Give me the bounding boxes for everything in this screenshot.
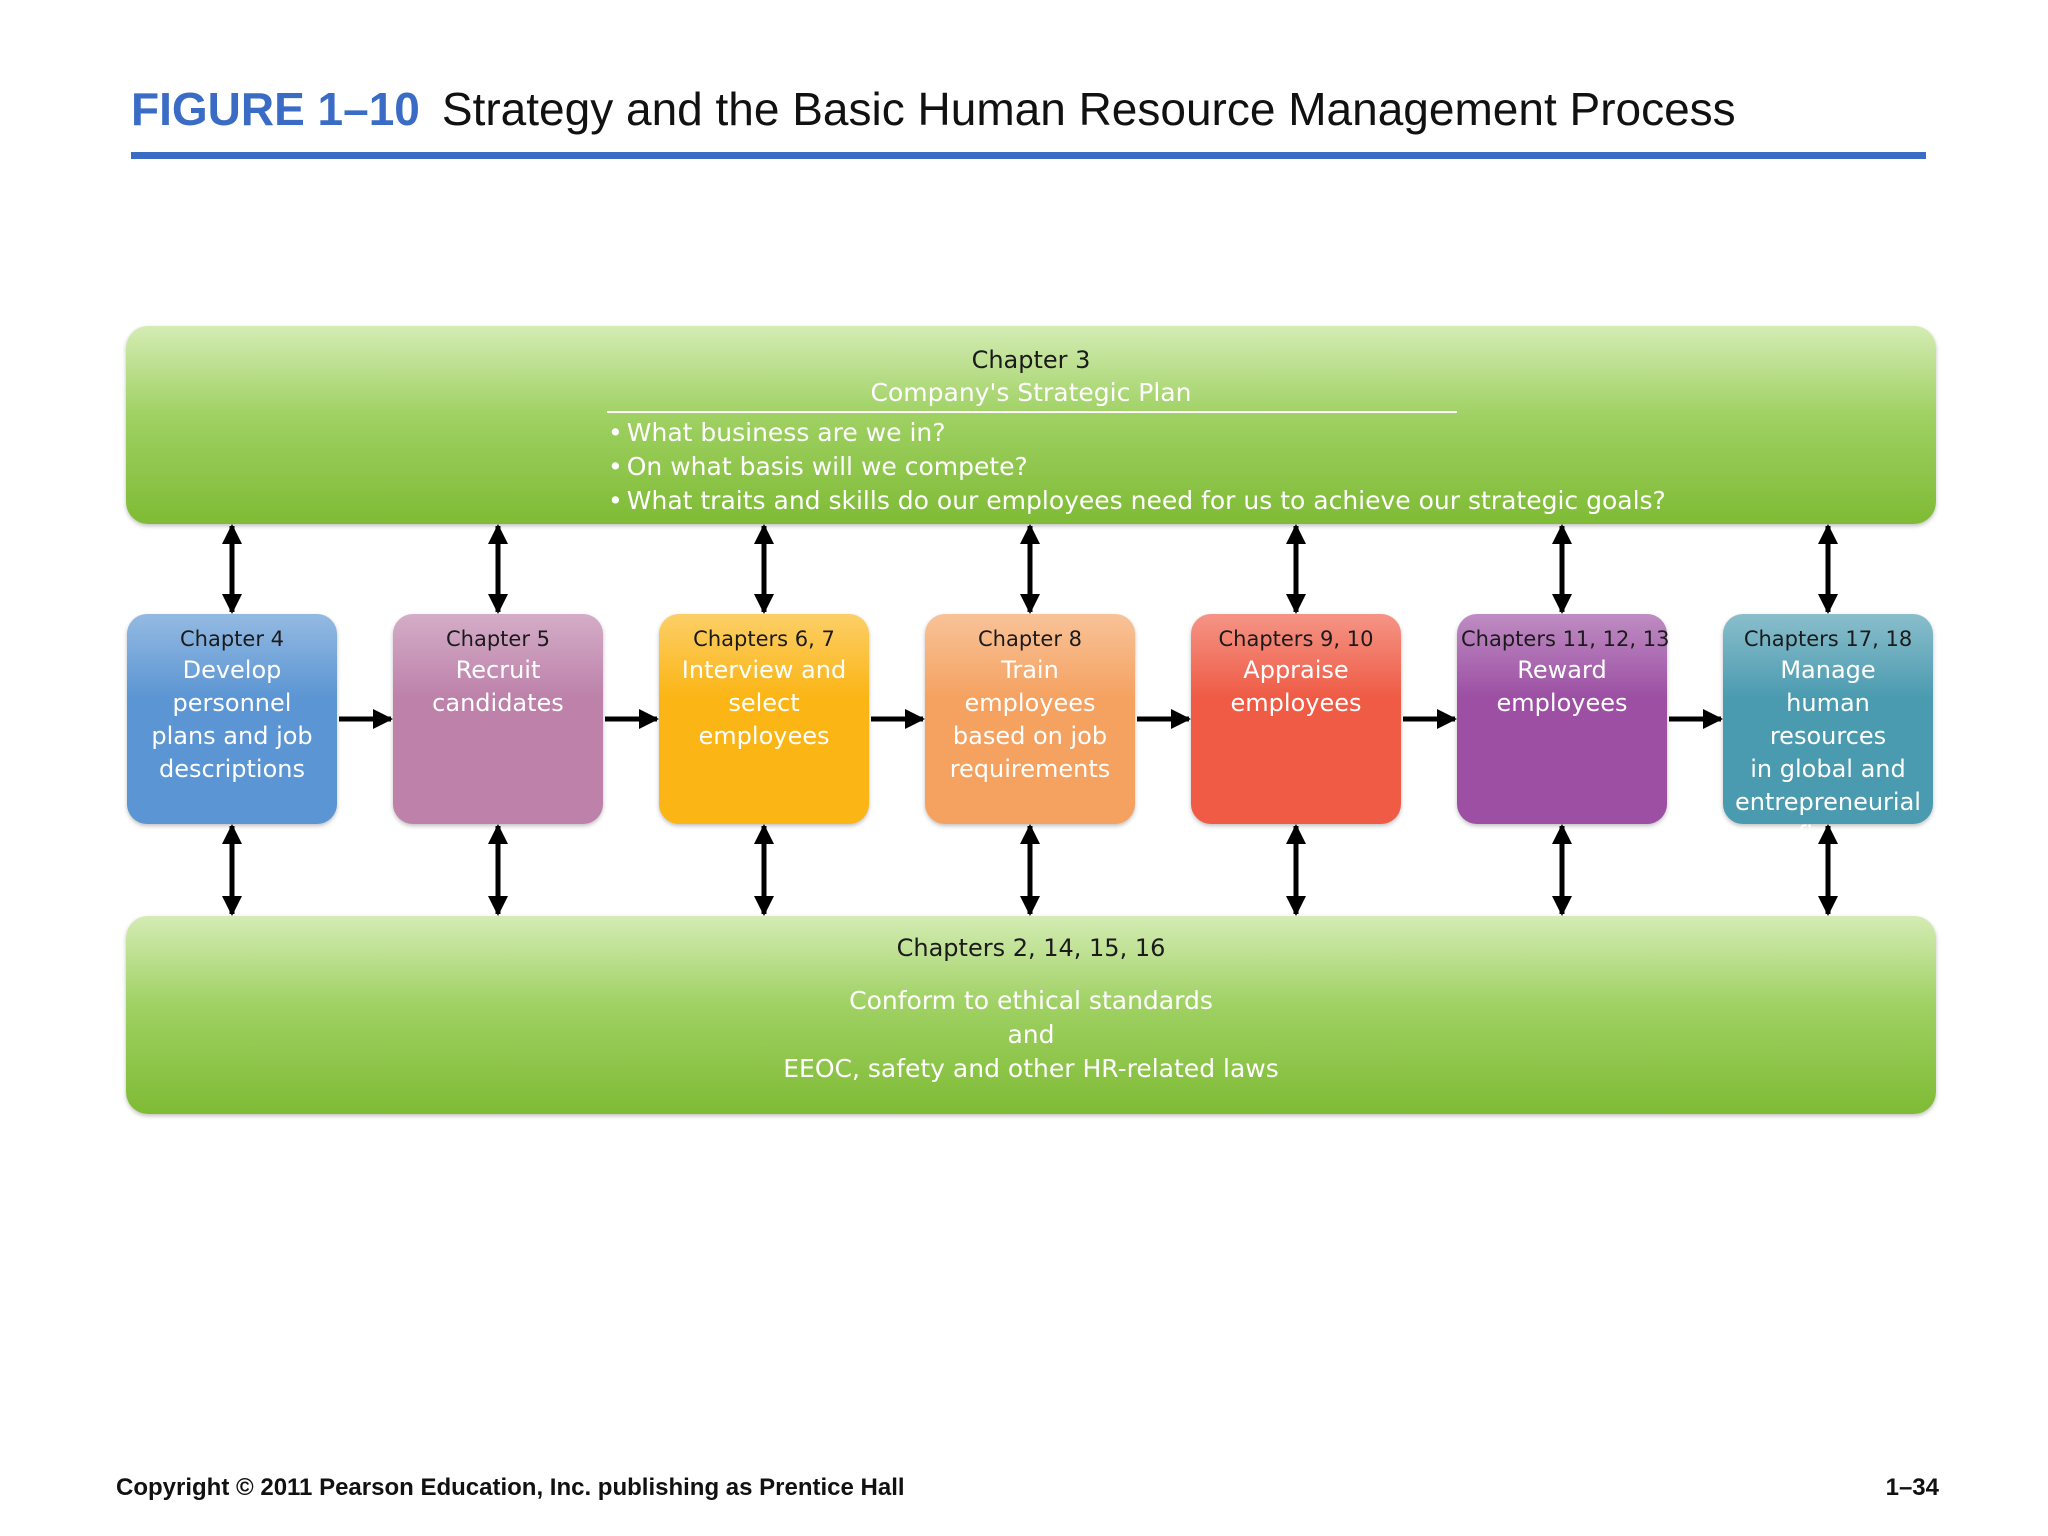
process-step-text: descriptions [159,755,305,783]
process-step-text: employees [698,722,830,750]
figure-label: FIGURE 1–10 [131,83,420,135]
process-step-box: Chapter 5 Recruit candidates [393,614,603,824]
strategic-question: What business are we in? [608,416,1666,450]
process-step-chapter: Chapter 4 [180,627,284,651]
process-step-chapter: Chapters 11, 12, 13 [1461,627,1670,651]
process-step-text: Train [1001,656,1059,684]
process-step-text: employees [1230,689,1362,717]
process-step-box: Chapters 9, 10 Appraise employees [1191,614,1401,824]
process-step-text: Reward [1517,656,1607,684]
process-step-box: Chapters 17, 18 Manage human resources in g… [1723,614,1933,849]
page-number: 1–34 [1885,1474,1939,1501]
process-step-chapter: Chapter 5 [446,627,550,651]
legal-ethical-chapter: Chapters 2, 14, 15, 16 [896,934,1166,962]
process-step-box: Chapters 11, 12, 13 Reward employees [1457,614,1670,824]
process-step-box: Chapter 4 Develop personnel plans and job de… [127,614,337,824]
process-step-text: in global and [1750,755,1906,783]
process-step-box: Chapters 6, 7 Interview and select employee… [659,614,869,824]
process-step-text: select [728,689,800,717]
process-step-text: human resources [1769,689,1887,750]
strategic-plan-questions: What business are we in? On what basis w… [608,416,1666,518]
process-step-chapter: Chapters 17, 18 [1743,627,1913,651]
process-step-text: entrepreneurial [1735,788,1921,816]
strategic-question: What traits and skills do our employees … [608,484,1666,518]
process-step-text: candidates [432,689,564,717]
legal-ethical-line: Conform to ethical standards [849,986,1213,1015]
process-step-text: employees [1496,689,1628,717]
process-step-text: personnel [172,689,292,717]
process-step-text: plans and job [151,722,313,750]
strategic-question: On what basis will we compete? [608,450,1666,484]
process-step-text: Interview and [681,656,847,684]
process-step-box: Chapter 8 Train employees based on job requi… [925,614,1135,824]
legal-ethical-line: and [1007,1020,1055,1049]
figure-title: FIGURE 1–10 Strategy and the Basic Human … [131,82,1736,136]
legal-ethical-band: Chapters 2, 14, 15, 16 Conform to ethica… [126,916,1936,1114]
legal-ethical-text: Conform to ethical standards and EEOC, s… [126,984,1936,1086]
strategic-plan-rule [607,411,1457,413]
process-step-text: Develop [182,656,282,684]
process-step-text: Appraise [1243,656,1349,684]
title-underline [131,152,1926,159]
strategic-plan-band: Chapter 3 Company's Strategic Plan What … [126,326,1936,524]
legal-ethical-line: EEOC, safety and other HR-related laws [783,1054,1279,1083]
process-step-text: based on job [952,722,1108,750]
process-step-chapter: Chapters 6, 7 [693,627,835,651]
copyright-notice: Copyright © 2011 Pearson Education, Inc.… [116,1474,905,1501]
strategic-plan-chapter: Chapter 3 [971,346,1091,374]
process-step-chapter: Chapter 8 [978,627,1082,651]
process-step-text: Manage [1780,656,1876,684]
process-step-chapter: Chapters 9, 10 [1218,627,1374,651]
process-step-text: employees [964,689,1096,717]
process-step-text: requirements [949,755,1111,783]
strategic-plan-heading: Company's Strategic Plan [870,378,1192,407]
process-step-text: Recruit [455,656,541,684]
figure-title-text: Strategy and the Basic Human Resource Ma… [441,83,1736,135]
